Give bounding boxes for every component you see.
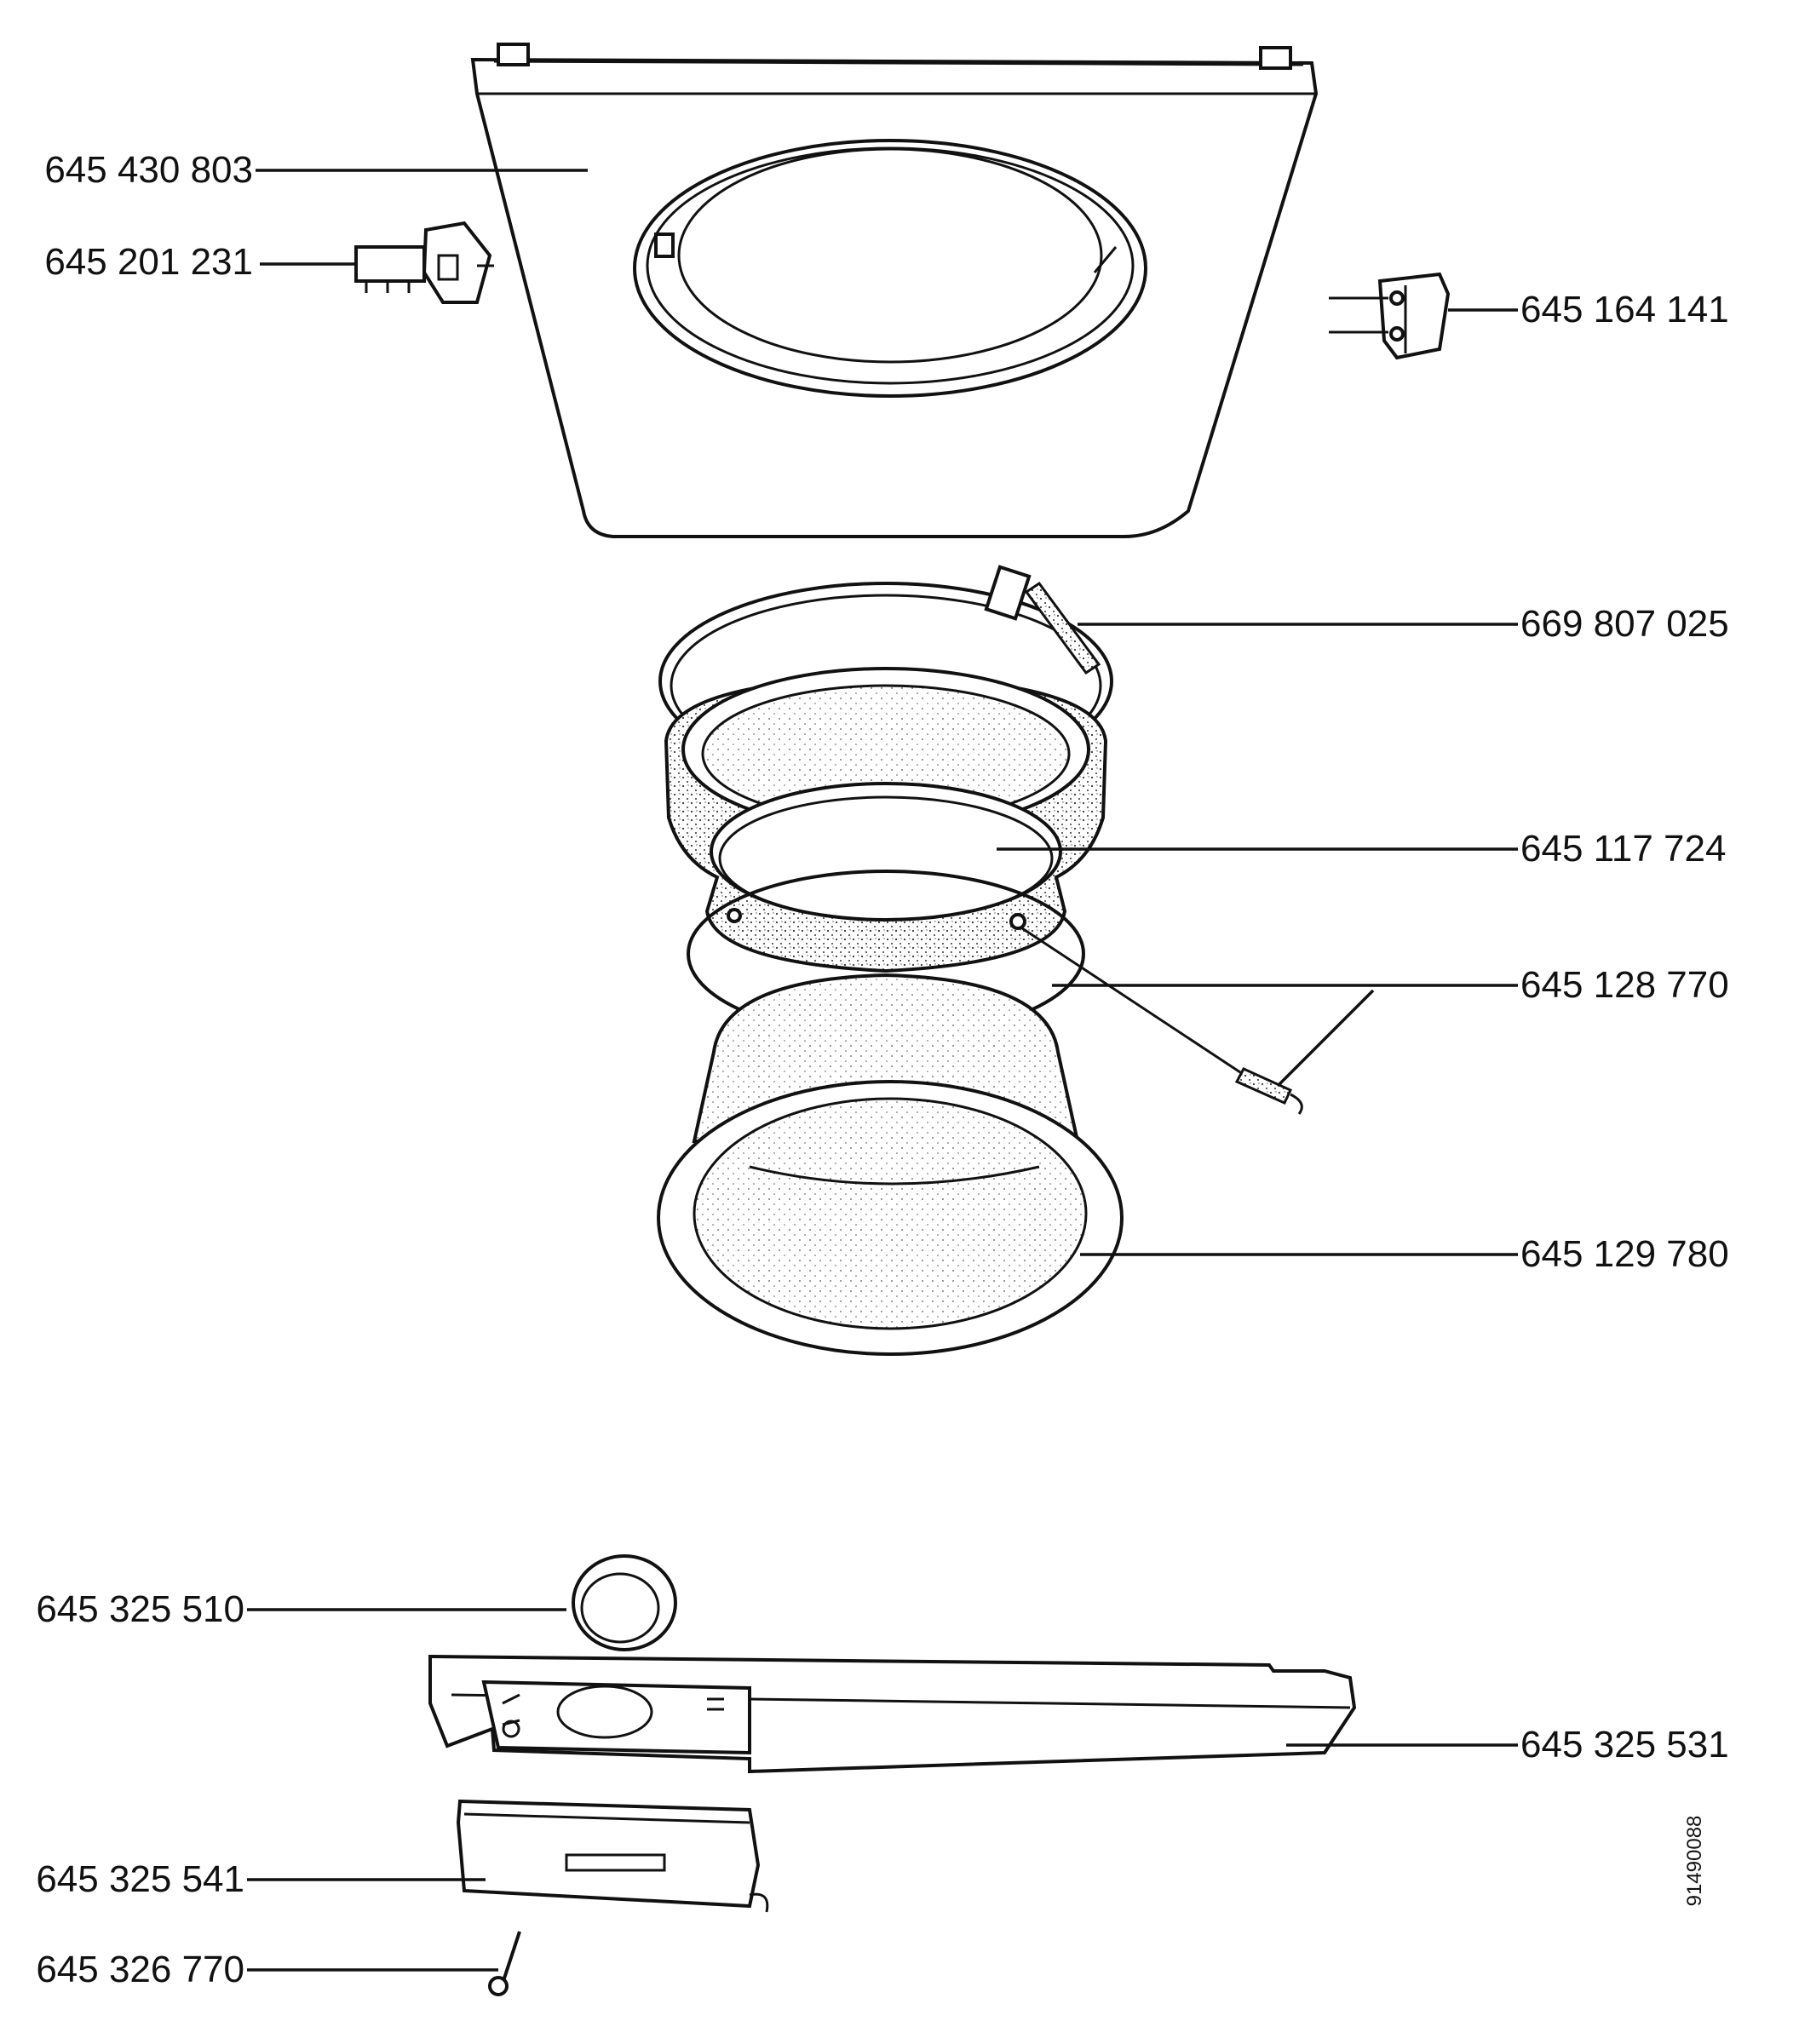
label-porthole-bowl: 645 129 780: [1520, 1233, 1729, 1275]
label-door-hinge: 645 164 141: [1520, 289, 1729, 330]
label-dispenser-flap: 645 325 541: [36, 1858, 244, 1900]
door-seal-drawing: [664, 667, 1108, 973]
label-door-lock: 645 201 231: [44, 241, 253, 283]
control-panel-drawing: [428, 1654, 1357, 1774]
control-knob-ring-drawing: [572, 1554, 677, 1651]
label-control-panel: 645 325 531: [1520, 1724, 1729, 1766]
door-hinge-drawing: [1329, 272, 1451, 360]
porthole-bowl-drawing: [657, 973, 1124, 1356]
label-control-knob-ring: 645 325 510: [36, 1588, 244, 1630]
leader-lines: [247, 169, 1518, 1972]
part-labels: 645 430 803 645 201 231 645 164 141 669 …: [36, 149, 1728, 1990]
pin-drawing: [488, 1931, 521, 1996]
door-lock-drawing: [354, 221, 494, 304]
label-door-seal: 645 117 724: [1520, 828, 1726, 870]
label-front-panel: 645 430 803: [44, 149, 253, 191]
label-clamp-band: 669 807 025: [1520, 603, 1729, 645]
front-panel-drawing: [470, 43, 1319, 538]
dispenser-flap-drawing: [456, 1799, 769, 1913]
document-code: 91490088: [1683, 1816, 1706, 1907]
label-pin: 645 326 770: [36, 1949, 244, 1990]
label-seal-wire-spring: 645 128 770: [1520, 964, 1729, 1006]
